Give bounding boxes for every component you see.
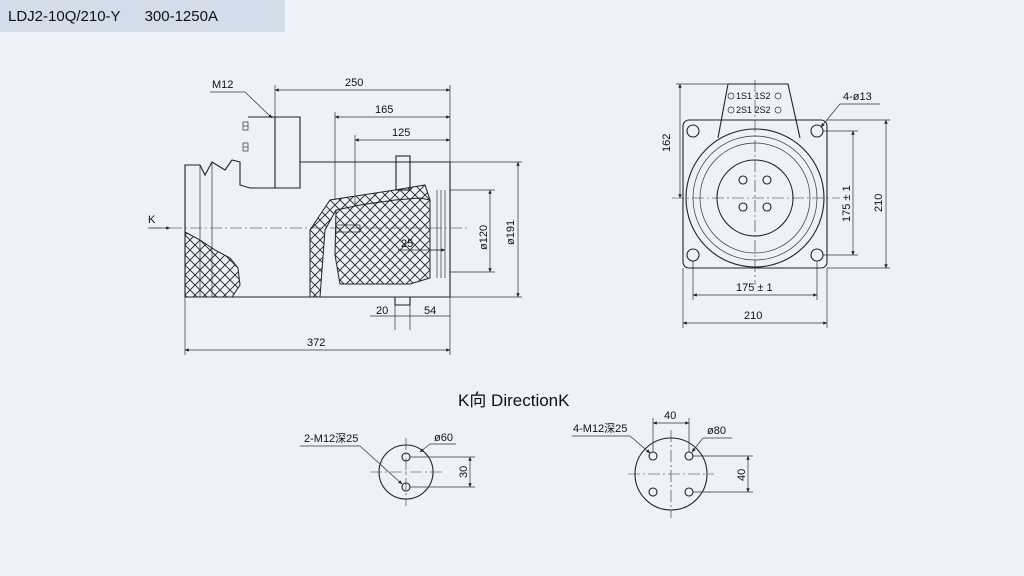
dim-372: 372 [307,337,325,349]
dim-25: 25 [401,238,413,250]
dim-54: 54 [424,305,436,317]
k-direction-caption: K向 DirectionK [458,391,570,410]
k-right-40-side: 40 [736,469,748,481]
dim-162: 162 [661,134,673,152]
title-bar: LDJ2-10Q/210-Y 300-1250A [0,0,285,32]
dim-125: 125 [392,127,410,139]
k-left-dia: ø60 [434,432,453,444]
holes-label: 4-ø13 [843,91,872,103]
terminal-row-2: 2S1 2S2 [736,105,771,115]
k-right-thread: 4-M12深25 [573,422,627,435]
direction-marker-k: K [148,214,156,226]
dim-dia120: ø120 [478,225,490,250]
terminal-row-1: 1S1 1S2 [736,91,771,101]
mount-hole-br [810,248,824,262]
dim-175-vertical: 175 ± 1 [841,185,853,222]
mount-hole-tl [686,124,700,138]
dim-175-horizontal: 175 ± 1 [736,282,773,294]
k-right-dia: ø80 [707,425,726,437]
side-body-outline [184,159,451,298]
thread-label-m12: M12 [212,79,233,91]
k-view-right: 40 4-M12深25 ø80 40 [572,410,753,518]
dim-210-horizontal: 210 [744,310,762,322]
side-secondary-block [395,155,411,191]
k-view-left: 2-M12深25 ø60 30 [300,432,475,506]
front-view: 1S1 1S2 2S1 2S2 162 4-ø13 175 ± 1 210 17… [661,80,890,328]
front-terminal-housing [717,83,801,139]
dim-250: 250 [345,77,363,89]
side-insulation-right [309,184,431,298]
k-left-30: 30 [458,466,470,478]
k-left-thread: 2-M12深25 [304,432,358,445]
mount-hole-bl [686,248,700,262]
side-terminal-block [248,116,301,188]
side-insulation-left [184,231,241,298]
dim-165: 165 [375,104,393,116]
side-view: 250 165 125 25 20 54 372 ø120 ø191 M12 [148,77,522,355]
dim-210-vertical: 210 [873,194,885,212]
k-right-40-top: 40 [664,410,676,422]
side-inner-cavity [335,197,431,211]
model-number: LDJ2-10Q/210-Y [8,7,121,25]
current-range: 300-1250A [144,7,218,25]
dim-20: 20 [376,305,388,317]
dim-dia191: ø191 [505,220,517,245]
